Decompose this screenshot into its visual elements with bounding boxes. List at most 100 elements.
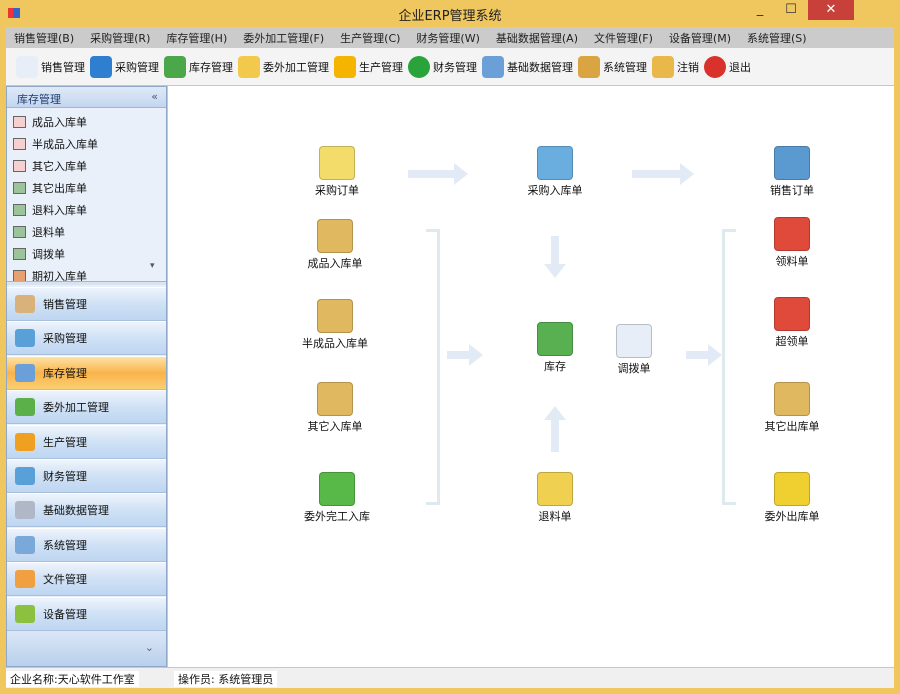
- node-label: 销售订单: [770, 184, 814, 197]
- toolbar-label: 系统管理: [603, 60, 647, 74]
- node-label: 半成品入库单: [302, 337, 368, 350]
- node-return-material[interactable]: 退料单: [500, 472, 610, 524]
- node-requisition[interactable]: 领料单: [737, 217, 847, 269]
- nav-1[interactable]: 采购管理: [7, 321, 166, 356]
- menu-production[interactable]: 生产管理(C): [340, 31, 401, 45]
- nav-5[interactable]: 财务管理: [7, 459, 166, 493]
- toolbar-button-7[interactable]: 系统管理: [578, 55, 647, 78]
- nav-6[interactable]: 基础数据管理: [7, 493, 166, 528]
- toolbar-label: 财务管理: [433, 60, 477, 74]
- menu-finance[interactable]: 财务管理(W): [416, 31, 480, 45]
- tools-icon: [578, 55, 600, 78]
- node-sales-order[interactable]: 销售订单: [737, 146, 847, 198]
- nav-9[interactable]: 设备管理: [7, 596, 166, 631]
- arrow-down-icon: [544, 236, 566, 281]
- toolbar-button-2[interactable]: 库存管理: [164, 55, 233, 78]
- edit-icon: [16, 55, 38, 78]
- close-button[interactable]: ✕: [808, 0, 854, 20]
- collapse-icon[interactable]: «: [151, 90, 158, 103]
- sidebar-item[interactable]: 其它入库单: [13, 155, 87, 177]
- chevron-down-icon[interactable]: ⌄: [144, 641, 154, 654]
- return-material-icon: [537, 472, 573, 506]
- requisition-icon: [774, 217, 810, 251]
- bracket-right-group: [722, 229, 736, 505]
- menu-equipment[interactable]: 设备管理(M): [668, 31, 731, 45]
- node-other-in[interactable]: 其它入库单: [280, 382, 390, 434]
- toolbar-button-4[interactable]: 生产管理: [334, 55, 403, 78]
- sidebar-item[interactable]: 半成品入库单: [13, 133, 98, 155]
- window-title: 企业ERP管理系统: [398, 9, 502, 24]
- toolbar-button-1[interactable]: 采购管理: [90, 55, 159, 78]
- node-transfer[interactable]: 调拨单: [579, 324, 689, 376]
- nav-label: 生产管理: [43, 435, 87, 449]
- node-finished-in[interactable]: 成品入库单: [280, 219, 390, 271]
- sidebar-item[interactable]: 调拨单: [13, 243, 65, 265]
- sidebar-item[interactable]: 退料入库单: [13, 199, 87, 221]
- node-label: 库存: [544, 360, 566, 373]
- folder-icon: [238, 55, 260, 78]
- scroll-down-icon[interactable]: ▾: [150, 261, 155, 271]
- node-purchase-in[interactable]: 采购入库单: [500, 146, 610, 198]
- nav-label: 文件管理: [43, 573, 87, 587]
- document-icon: [13, 116, 26, 128]
- node-outsource-done-in[interactable]: 委外完工入库: [282, 472, 392, 524]
- nav-3[interactable]: 委外加工管理: [7, 390, 166, 425]
- menu-inventory[interactable]: 库存管理(H): [166, 31, 228, 45]
- app-icon[interactable]: [8, 8, 20, 18]
- node-label: 采购入库单: [527, 184, 583, 197]
- menu-system[interactable]: 系统管理(S): [747, 31, 807, 45]
- house-icon: [164, 55, 186, 78]
- purchase-order-icon: [319, 146, 355, 180]
- nav-8[interactable]: 文件管理: [7, 562, 166, 597]
- operator: 操作员: 系统管理员: [174, 671, 278, 687]
- nav-7[interactable]: 系统管理: [7, 527, 166, 562]
- menu-purchase[interactable]: 采购管理(R): [90, 31, 151, 45]
- nav-4[interactable]: 生产管理: [7, 424, 166, 459]
- node-purchase-order[interactable]: 采购订单: [282, 146, 392, 198]
- toolbar-button-3[interactable]: 委外加工管理: [238, 55, 329, 78]
- minimize-button[interactable]: _: [756, 2, 764, 17]
- toolbar-label: 退出: [729, 60, 751, 74]
- toolbar-label: 生产管理: [359, 60, 403, 74]
- toolbar-label: 库存管理: [189, 60, 233, 74]
- outsource-out-icon: [774, 472, 810, 506]
- sidebar-item[interactable]: 其它出库单: [13, 177, 87, 199]
- menu-sales[interactable]: 销售管理(B): [14, 31, 75, 45]
- node-other-out[interactable]: 其它出库单: [737, 382, 847, 434]
- module-icon: [15, 535, 35, 554]
- arrow-right-icon: [447, 344, 483, 366]
- sidebar-item[interactable]: 成品入库单: [13, 111, 87, 133]
- toolbar-button-9[interactable]: 退出: [704, 55, 751, 78]
- toolbar-button-0[interactable]: 销售管理: [16, 55, 85, 78]
- over-requisition-icon: [774, 297, 810, 331]
- module-icon: [15, 604, 35, 623]
- toolbar-button-5[interactable]: 财务管理: [408, 55, 477, 78]
- toolbar-button-6[interactable]: 基础数据管理: [482, 55, 573, 78]
- toolbar-label: 委外加工管理: [263, 60, 329, 74]
- document-icon: [13, 160, 26, 172]
- node-inventory[interactable]: 库存: [500, 322, 610, 374]
- document-icon: [13, 248, 26, 260]
- splitter-handle[interactable]: [7, 281, 166, 285]
- nav-0[interactable]: 销售管理: [7, 287, 166, 321]
- node-outsource-out[interactable]: 委外出库单: [737, 472, 847, 524]
- nav-label: 设备管理: [43, 607, 87, 621]
- other-in-icon: [317, 382, 353, 416]
- menu-outsource[interactable]: 委外加工管理(F): [243, 31, 325, 45]
- transfer-icon: [616, 324, 652, 358]
- menu-basedata[interactable]: 基础数据管理(A): [495, 31, 578, 45]
- sidebar-item-label: 其它入库单: [32, 160, 87, 173]
- node-label: 采购订单: [315, 184, 359, 197]
- gear-icon: [334, 55, 356, 78]
- toolbar-button-8[interactable]: 注销: [652, 55, 699, 78]
- node-over-requisition[interactable]: 超领单: [737, 297, 847, 349]
- document-icon: [13, 182, 26, 194]
- nav-2[interactable]: 库存管理: [7, 355, 166, 390]
- maximize-button[interactable]: ☐: [785, 2, 797, 17]
- arrow-right-icon: [408, 163, 468, 185]
- sidebar-item[interactable]: 退料单: [13, 221, 65, 243]
- menu-files[interactable]: 文件管理(F): [594, 31, 653, 45]
- node-label: 成品入库单: [307, 257, 363, 270]
- node-semi-in[interactable]: 半成品入库单: [280, 299, 390, 351]
- toolbar-label: 销售管理: [41, 60, 85, 74]
